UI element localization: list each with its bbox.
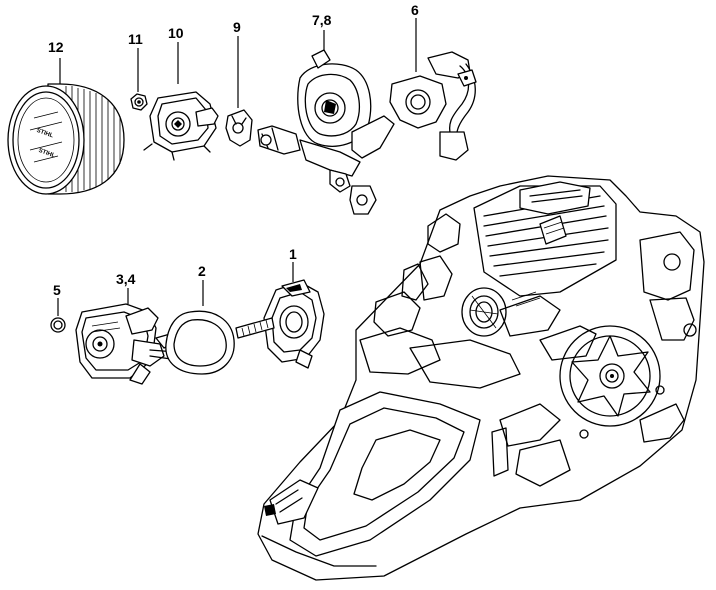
- callout-3-4: 3,4: [116, 271, 136, 287]
- callout-7-8: 7,8: [312, 12, 332, 28]
- carburetor-part: [75, 303, 179, 385]
- svg-text:STIHL: STIHL: [38, 148, 57, 160]
- callout-9: 9: [233, 19, 241, 35]
- nut-part: [130, 93, 148, 111]
- gasket-part: [165, 310, 235, 375]
- callout-11: 11: [128, 31, 143, 47]
- bracket-part: [225, 109, 253, 147]
- carburetor-box-part: [257, 49, 395, 215]
- engine-housing: [257, 175, 705, 581]
- bracket-with-wires-part: [389, 51, 477, 161]
- filter-base-part: [143, 91, 219, 161]
- flange-part: [235, 279, 325, 369]
- callout-6: 6: [411, 2, 419, 18]
- air-filter-part: STIHL STIHL: [7, 83, 125, 195]
- leader-lines: [57, 18, 417, 316]
- callout-1: 1: [289, 246, 297, 262]
- callout-12: 12: [48, 39, 64, 55]
- callout-5: 5: [53, 282, 61, 298]
- callout-10: 10: [168, 25, 184, 41]
- o-ring-part: [50, 317, 66, 333]
- callout-2: 2: [198, 263, 206, 279]
- svg-text:STIHL: STIHL: [36, 128, 55, 140]
